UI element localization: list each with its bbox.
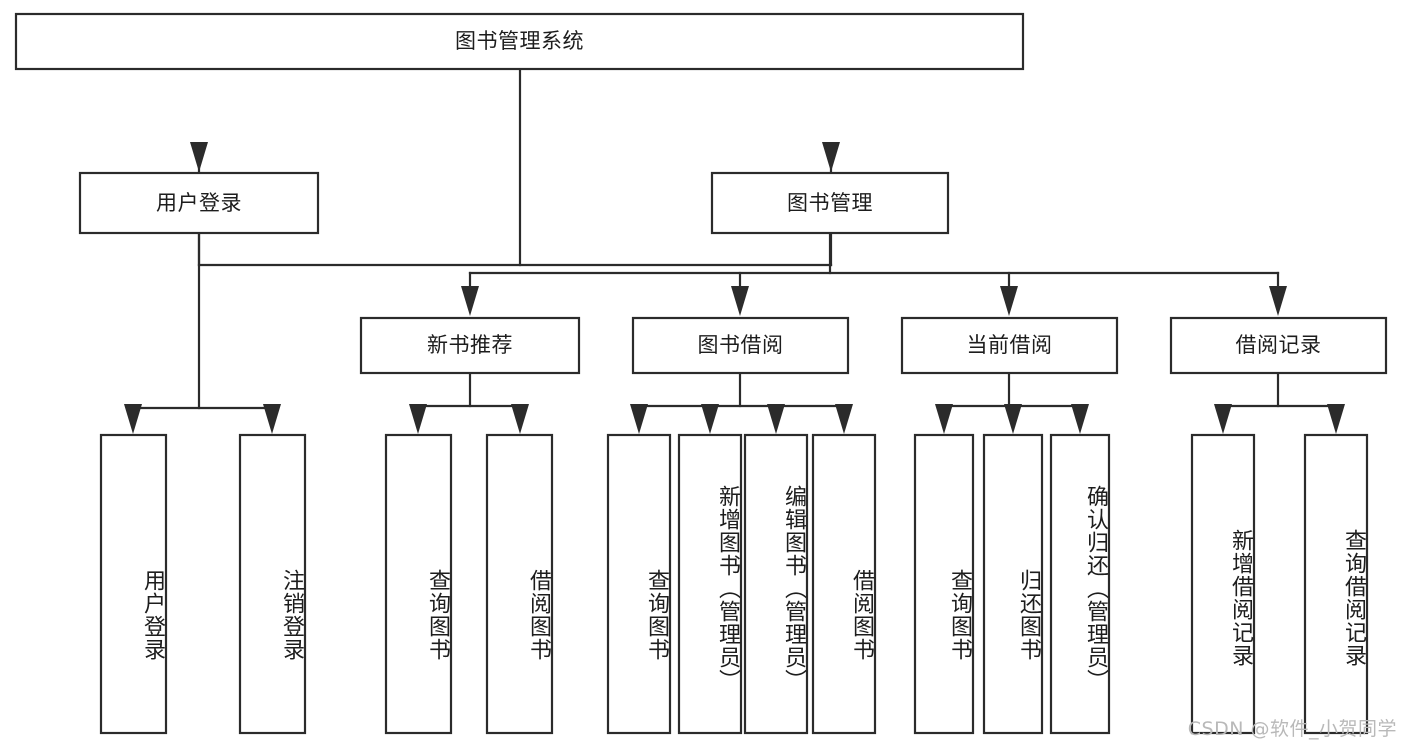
leaf-box-query-book-cb[interactable] xyxy=(913,433,975,735)
arrow-head-borrow-record xyxy=(1269,286,1287,316)
node-box-book-management[interactable] xyxy=(710,171,950,235)
arrow-head-leaf-logout xyxy=(263,404,281,434)
arrow-head-book-borrow xyxy=(731,286,749,316)
leaf-box-query-book-bb[interactable] xyxy=(606,433,672,735)
leaf-box-add-book-admin[interactable] xyxy=(677,433,743,735)
leaf-box-return-book[interactable] xyxy=(982,433,1044,735)
node-box-borrow-record[interactable] xyxy=(1169,316,1388,375)
node-box-book-borrow[interactable] xyxy=(631,316,850,375)
arrow-head-bb-leaf-1 xyxy=(630,404,648,434)
arrow-head-br-leaf-1 xyxy=(1214,404,1232,434)
leaf-box-add-borrow-record[interactable] xyxy=(1190,433,1256,735)
arrow-head-cb-leaf-2 xyxy=(1004,404,1022,434)
arrow-head-cb-leaf-3 xyxy=(1071,404,1089,434)
connector-group-level1 xyxy=(124,231,1287,434)
leaf-box-user-login[interactable] xyxy=(99,433,168,735)
arrow-head-new-book-rec xyxy=(461,286,479,316)
leaf-box-confirm-return-admin[interactable] xyxy=(1049,433,1111,735)
arrow-head-bb-leaf-4 xyxy=(835,404,853,434)
leaf-box-borrow-book-bb[interactable] xyxy=(811,433,877,735)
arrow-head-leaf-user-login xyxy=(124,404,142,434)
leaf-box-query-borrow-record[interactable] xyxy=(1303,433,1369,735)
arrow-head-br-leaf-2 xyxy=(1327,404,1345,434)
arrow-head-bb-leaf-3 xyxy=(767,404,785,434)
leaf-box-logout[interactable] xyxy=(238,433,307,735)
connector-group-new-book-rec xyxy=(409,371,529,434)
node-box-new-book-recommend[interactable] xyxy=(359,316,581,375)
connector-group-book-borrow xyxy=(630,371,853,434)
connector-group-current-borrow xyxy=(935,371,1089,434)
arrow-head-current-borrow xyxy=(1000,286,1018,316)
leaf-box-edit-book-admin[interactable] xyxy=(743,433,809,735)
connector-group-borrow-record xyxy=(1214,371,1345,434)
arrow-head-book-mgmt xyxy=(822,142,840,172)
node-box-user-login[interactable] xyxy=(78,171,320,235)
arrow-head-nbr-leaf-1 xyxy=(409,404,427,434)
arrow-head-user-login xyxy=(190,142,208,172)
node-box-root[interactable] xyxy=(14,12,1025,71)
leaf-box-borrow-book-nbr[interactable] xyxy=(485,433,554,735)
arrow-head-bb-leaf-2 xyxy=(701,404,719,434)
arrow-head-nbr-leaf-2 xyxy=(511,404,529,434)
leaf-box-query-book-nbr[interactable] xyxy=(384,433,453,735)
arrow-head-cb-leaf-1 xyxy=(935,404,953,434)
connector-group-root xyxy=(190,67,840,267)
node-box-current-borrow[interactable] xyxy=(900,316,1119,375)
